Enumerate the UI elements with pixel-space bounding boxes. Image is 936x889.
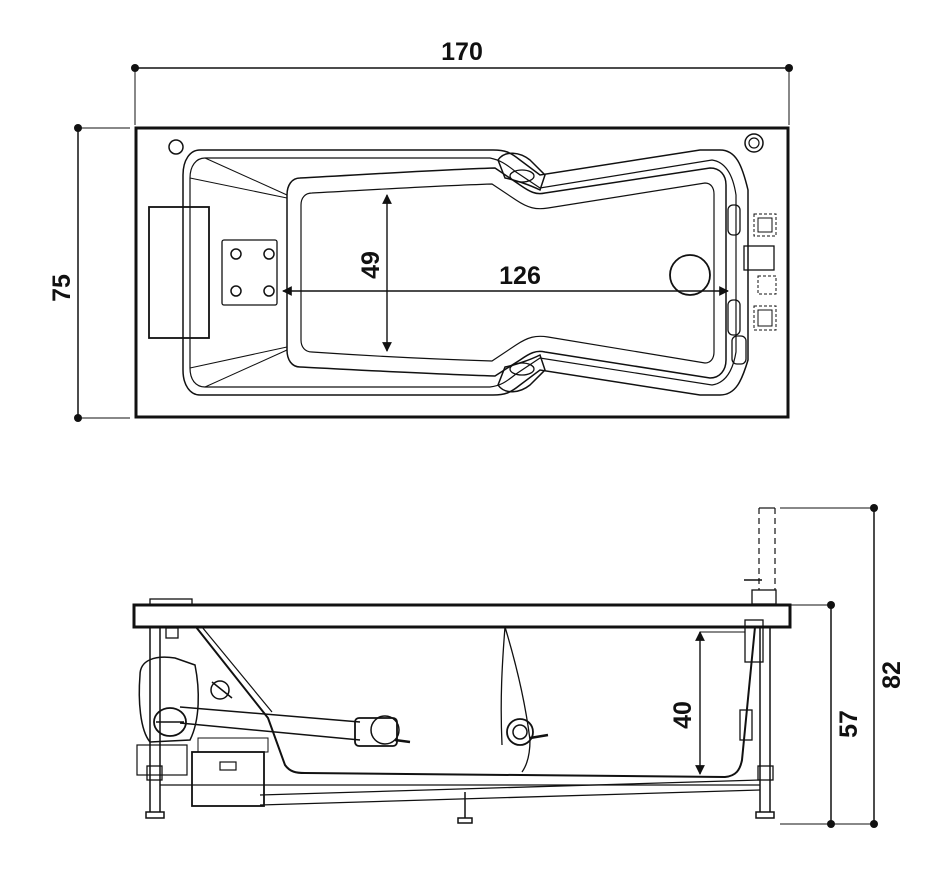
- side-jet-bottom-icon: [497, 353, 546, 393]
- side-jet-top-icon: [497, 152, 546, 192]
- dimension-height-57: 57: [780, 601, 863, 828]
- basin-mid-contour: [189, 157, 737, 388]
- faucet-spout: [744, 507, 777, 605]
- basin-outer-contour: [182, 149, 749, 396]
- foot-icon: [457, 817, 473, 824]
- label-inner-width: 49: [357, 251, 385, 279]
- label-total-height: 82: [878, 661, 906, 689]
- jet-icon: [263, 285, 275, 297]
- support-frame: [145, 619, 775, 824]
- foot-jets: [727, 204, 747, 365]
- pump-motor: [138, 627, 233, 743]
- basin-inner-floor: [300, 182, 715, 364]
- control-knob-icon: [744, 133, 764, 153]
- jet-icon: [230, 248, 242, 260]
- valve-icon: [210, 680, 233, 700]
- dimension-width-75: 75: [48, 124, 130, 422]
- foot-icon: [145, 811, 165, 819]
- tub-body-profile: [195, 626, 756, 779]
- jet-icon: [263, 248, 275, 260]
- side-jet-icon: [506, 718, 549, 746]
- jet-icon: [230, 285, 242, 297]
- top-view: 170 75: [48, 38, 793, 422]
- label-width: 75: [48, 274, 76, 302]
- label-depth: 40: [669, 701, 697, 729]
- dimension-inner-length-126: 126: [282, 262, 729, 296]
- control-box: [136, 737, 269, 807]
- tub-outer-rim: [134, 126, 790, 419]
- dimension-length-170: 170: [131, 38, 793, 125]
- control-box-icons: [743, 213, 777, 331]
- label-length: 170: [441, 38, 483, 66]
- label-height: 57: [835, 710, 863, 738]
- side-jet-fin: [500, 626, 531, 773]
- foot-icon: [755, 811, 775, 819]
- dimension-inner-width-49: 49: [357, 194, 392, 352]
- side-view: 40 57 82: [132, 504, 906, 828]
- drain-icon: [669, 254, 711, 296]
- tub-rim-side: [132, 603, 792, 629]
- headrest-pillow: [148, 206, 210, 339]
- pump-pipe: [179, 706, 411, 747]
- dimension-total-height-82: 82: [780, 504, 906, 828]
- overflow-hole-icon: [168, 139, 184, 155]
- dimension-depth-40: 40: [669, 631, 745, 775]
- back-jets-panel: [221, 239, 278, 306]
- label-inner-length: 126: [499, 262, 541, 290]
